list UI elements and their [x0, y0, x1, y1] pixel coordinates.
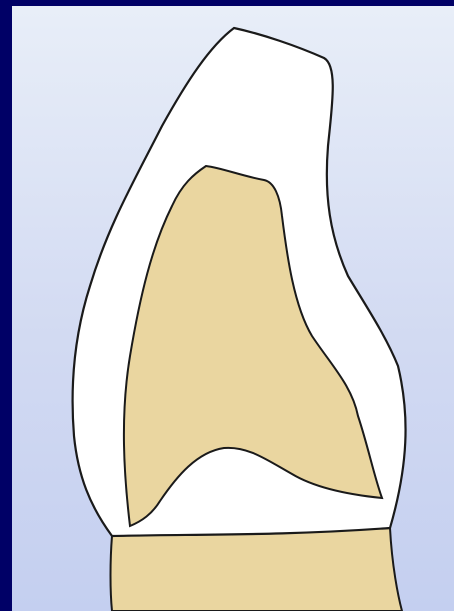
- diagram-panel: [12, 6, 454, 611]
- tooth-root: [111, 528, 403, 611]
- left-frame-bar: [0, 0, 12, 611]
- tooth-diagram: [12, 6, 454, 611]
